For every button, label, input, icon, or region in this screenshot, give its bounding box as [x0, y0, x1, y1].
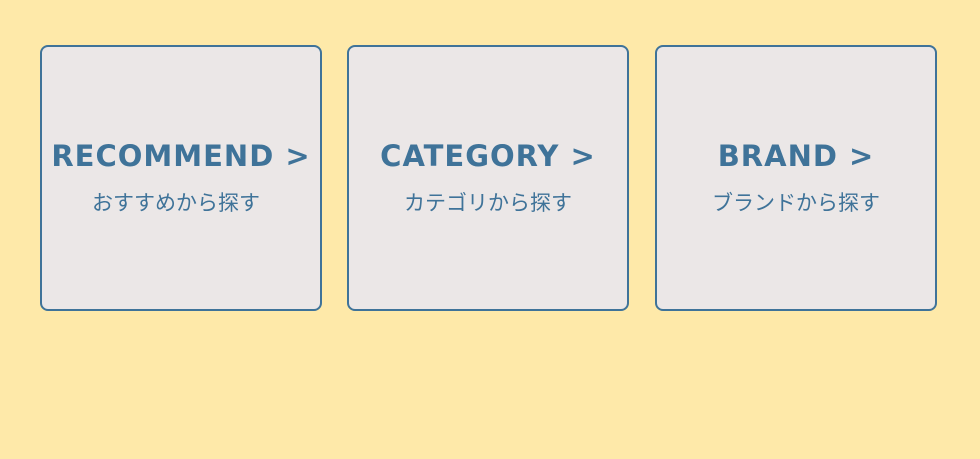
brand-card[interactable]: BRAND > ブランドから探す [655, 45, 937, 311]
brand-subtitle: ブランドから探す [712, 191, 880, 215]
brand-title: BRAND > [717, 139, 875, 173]
category-title: CATEGORY > [380, 139, 596, 173]
recommend-title: RECOMMEND > [51, 139, 311, 173]
category-card[interactable]: CATEGORY > カテゴリから探す [347, 45, 629, 311]
recommend-card[interactable]: RECOMMEND > おすすめから探す [40, 45, 322, 311]
category-subtitle: カテゴリから探す [404, 191, 572, 215]
recommend-subtitle: おすすめから探す [92, 191, 260, 215]
